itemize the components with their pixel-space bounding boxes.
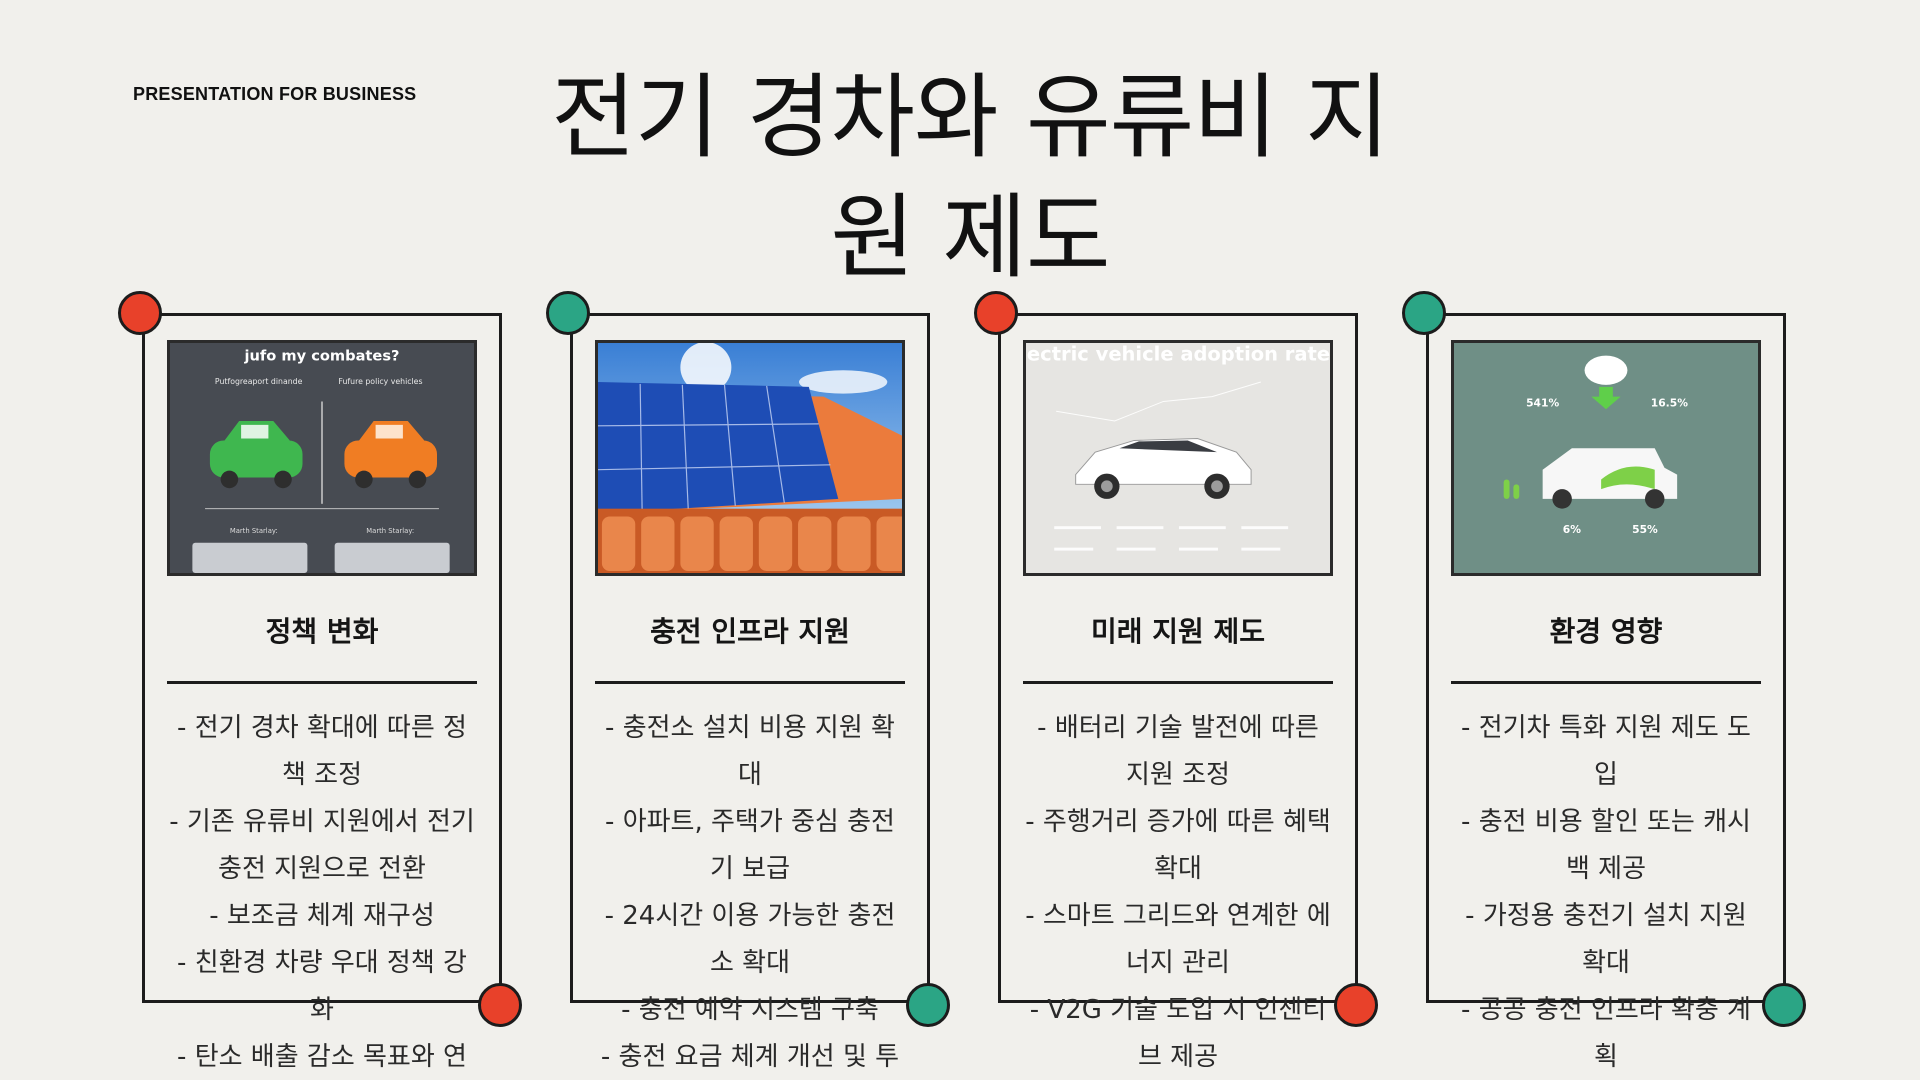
divider bbox=[1451, 681, 1761, 684]
bullet-item: - 가정용 충전기 설치 지원 확대 bbox=[1465, 901, 1747, 978]
bullet-item: - 전기차 특화 지원 제도 도입 bbox=[1461, 713, 1751, 790]
ev-adoption-image: Electric vehicle adoption rates. bbox=[1023, 340, 1333, 576]
stat-4: 55% bbox=[1632, 523, 1658, 536]
bullet-item: - 주행거리 증가에 따른 혜택 확대 bbox=[1025, 807, 1331, 884]
bullet-item: - 전기 경차 확대에 따른 정책 조정 bbox=[177, 713, 467, 790]
ev-heading: Electric vehicle adoption rates. bbox=[1026, 343, 1330, 366]
stat-2: 16.5% bbox=[1651, 396, 1688, 409]
decor-dot-green bbox=[906, 983, 950, 1027]
card-frame-1 bbox=[142, 313, 502, 1003]
infographic-bottom-right: Marth Starlay: bbox=[366, 527, 414, 535]
bullet-list: - 전기 경차 확대에 따른 정책 조정 - 기존 유류비 지원에서 전기 충전… bbox=[167, 705, 477, 1080]
bullet-item: - 탄소 배출 감소 목표와 연 bbox=[177, 1042, 467, 1072]
bullet-item: - 충전 예약 시스템 구축 bbox=[621, 995, 879, 1025]
infographic-left-label: Putfogreaport dinande bbox=[215, 377, 303, 386]
bullet-item: - 친환경 차량 우대 정책 강화 bbox=[177, 948, 467, 1025]
solar-roof-image bbox=[595, 340, 905, 576]
policy-infographic-art: jufo my combates? Putfogreaport dinande … bbox=[192, 348, 450, 573]
card-title-future: 미래 지원 제도 bbox=[1090, 615, 1266, 648]
divider bbox=[595, 681, 905, 684]
bullet-item: - 스마트 그리드와 연계한 에너지 관리 bbox=[1025, 901, 1331, 978]
stat-1: 541% bbox=[1526, 396, 1559, 409]
card-title-policy: 정책 변화 bbox=[265, 615, 379, 648]
decor-dot-red bbox=[118, 291, 162, 335]
decor-dot-red bbox=[974, 291, 1018, 335]
bullet-item: - 아파트, 주택가 중심 충전기 보급 bbox=[605, 807, 895, 884]
infographic-right-label: Fufure policy vehicles bbox=[338, 377, 422, 386]
environment-infographic-art: 541% 16.5% 6% 55% bbox=[1503, 355, 1688, 536]
bullet-item: - 24시간 이용 가능한 충전소 확대 bbox=[604, 901, 896, 978]
page-title: 전기 경차와 유류비 지원 제도 bbox=[551, 64, 1390, 291]
bullet-item: - 보조금 체계 재구성 bbox=[209, 901, 435, 931]
bullet-list: - 충전소 설치 비용 지원 확대 - 아파트, 주택가 중심 충전기 보급 -… bbox=[595, 705, 905, 1080]
infographic-bottom-left: Marth Starlay: bbox=[230, 527, 278, 535]
bullet-item: - 충전 비용 할인 또는 캐시백 제공 bbox=[1461, 807, 1751, 884]
card-charging-infra: 충전 인프라 지원 - 충전소 설치 비용 지원 확대 - 아파트, 주택가 중… bbox=[595, 340, 905, 1080]
decor-dot-green bbox=[1762, 983, 1806, 1027]
bullet-item: - 배터리 기술 발전에 따른 지원 조정 bbox=[1037, 713, 1319, 790]
bullet-item: - 기존 유류비 지원에서 전기 충전 지원으로 전환 bbox=[169, 807, 475, 884]
decor-dot-red bbox=[1334, 983, 1378, 1027]
bullet-item: - 충전 요금 체계 개선 및 투 bbox=[600, 1042, 900, 1072]
environment-infographic-image: 541% 16.5% 6% 55% bbox=[1451, 340, 1761, 576]
stat-3: 6% bbox=[1563, 523, 1581, 536]
bullet-item: - 공공 충전 인프라 확충 계획 bbox=[1461, 995, 1751, 1072]
decor-dot-green bbox=[1402, 291, 1446, 335]
decor-dot-red bbox=[478, 983, 522, 1027]
bullet-list: - 배터리 기술 발전에 따른 지원 조정 - 주행거리 증가에 따른 혜택 확… bbox=[1023, 705, 1333, 1080]
decor-dot-green bbox=[546, 291, 590, 335]
divider bbox=[167, 681, 477, 684]
policy-infographic-image: jufo my combates? Putfogreaport dinande … bbox=[167, 340, 477, 576]
divider bbox=[1023, 681, 1333, 684]
card-title-charging: 충전 인프라 지원 bbox=[650, 615, 850, 648]
card-frame-3 bbox=[998, 313, 1358, 1003]
solar-roof-art bbox=[598, 343, 902, 573]
card-policy-change: jufo my combates? Putfogreaport dinande … bbox=[167, 340, 477, 1080]
card-frame-2 bbox=[570, 313, 930, 1003]
ev-adoption-art: Electric vehicle adoption rates. bbox=[1026, 343, 1330, 551]
bullet-list: - 전기차 특화 지원 제도 도입 - 충전 비용 할인 또는 캐시백 제공 -… bbox=[1451, 705, 1761, 1080]
brand-label: PRESENTATION FOR BUSINESS bbox=[133, 84, 417, 104]
card-environment: 541% 16.5% 6% 55% 환경 영향 - 전기차 특화 지원 제도 도… bbox=[1451, 340, 1761, 1080]
card-frame-4 bbox=[1426, 313, 1786, 1003]
bullet-item: - V2G 기술 도입 시 인센티브 제공 bbox=[1029, 995, 1327, 1072]
card-future-support: Electric vehicle adoption rates. 미래 지원 제… bbox=[1023, 340, 1333, 1080]
infographic-heading: jufo my combates? bbox=[243, 348, 399, 365]
card-title-environment: 환경 영향 bbox=[1549, 615, 1663, 648]
bullet-item: - 충전소 설치 비용 지원 확대 bbox=[605, 713, 895, 790]
